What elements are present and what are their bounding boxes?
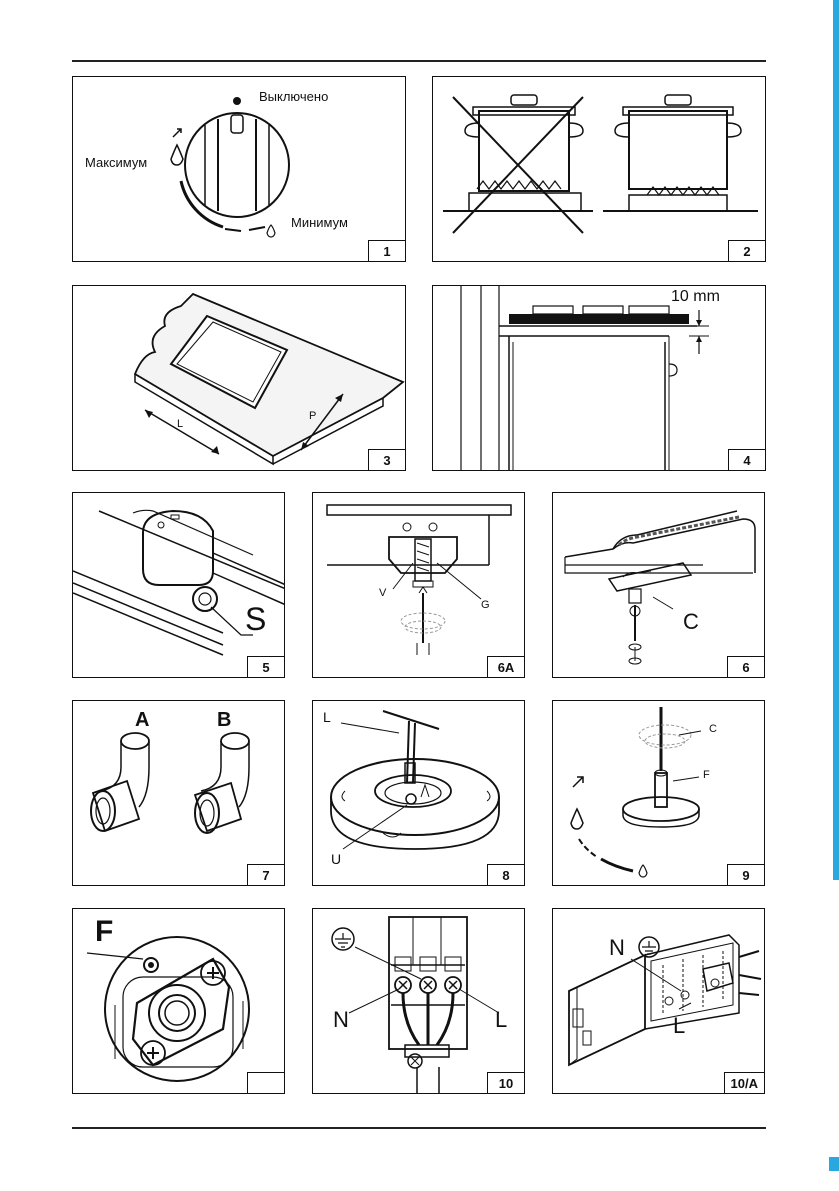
figure-6a-bracket: V G 6A (312, 492, 525, 678)
label-c: C (709, 723, 717, 735)
cutout-drawing (133, 292, 405, 466)
label-g: G (481, 599, 490, 611)
accent-corner-mark (829, 1157, 839, 1171)
label-gap-10mm: 10 mm (671, 288, 720, 305)
figure-9-minimum-adjust: C F 9 (552, 700, 765, 886)
clamp-drawing (564, 510, 756, 665)
label-l: L (323, 709, 331, 725)
figure-2-pot-size: 2 (432, 76, 766, 262)
figure-1-knob-positions: Выключено Максимум Минимум 1 (72, 76, 406, 262)
bottom-rule (72, 1127, 766, 1129)
terminal-block-drawing (331, 916, 500, 1093)
figure-number: 6A (487, 656, 524, 677)
figure-number: 9 (727, 864, 764, 885)
figure-10-terminal-block: N L 10 (312, 908, 525, 1094)
label-length: L (177, 418, 184, 430)
label-v: V (379, 587, 387, 599)
label-f: F (95, 915, 114, 948)
pots-drawing (443, 94, 758, 234)
label-a: A (135, 709, 150, 731)
figure-number: 7 (247, 864, 284, 885)
knob-drawing (170, 97, 290, 238)
fittings-drawing (90, 732, 250, 834)
bracket-drawing (326, 504, 512, 655)
label-l: L (495, 1007, 508, 1032)
label-n: N (333, 1007, 349, 1032)
label-depth: P (309, 410, 317, 422)
label-b: B (217, 709, 232, 731)
figure-4-installation-gap: 10 mm 4 (432, 285, 766, 471)
figure-number: 4 (728, 449, 765, 470)
cabinet-drawing (460, 286, 709, 470)
terminal-box-drawing (568, 934, 762, 1067)
figure-number: 1 (368, 240, 405, 261)
label-f: F (703, 769, 710, 781)
figure-number: 10/A (723, 1072, 764, 1093)
figure-6-clamp: C 6 (552, 492, 765, 678)
figure-number: 5 (247, 656, 284, 677)
label-s: S (245, 601, 267, 637)
tap-adjust-drawing (570, 707, 702, 878)
figure-7-elbow-fittings: A B 7 (72, 700, 285, 886)
label-off: Выключено (259, 89, 329, 104)
burner-injector-drawing (330, 710, 500, 850)
figure-number: 8 (487, 864, 524, 885)
figure-3-cutout-dimensions: L P 3 (72, 285, 406, 471)
top-rule (72, 60, 766, 62)
seal-drawing (73, 509, 284, 656)
figure-number (247, 1072, 284, 1093)
figure-number: 10 (487, 1072, 524, 1093)
figure-10a-terminal-box: N L 10/A (552, 908, 765, 1094)
figure-5-seal: S 5 (72, 492, 285, 678)
label-min: Минимум (291, 215, 348, 230)
tap-screw-drawing (86, 936, 250, 1082)
accent-sidebar (833, 0, 839, 880)
label-l: L (673, 1013, 686, 1038)
label-max: Максимум (85, 155, 148, 170)
label-c: C (683, 609, 699, 634)
figure-number: 6 (727, 656, 764, 677)
label-n: N (609, 935, 625, 960)
figure-number: 2 (728, 240, 765, 261)
figure-8-injector: L U 8 (312, 700, 525, 886)
figure-tap-screw-detail: F (72, 908, 285, 1094)
label-u: U (331, 851, 342, 867)
figure-number: 3 (368, 449, 405, 470)
